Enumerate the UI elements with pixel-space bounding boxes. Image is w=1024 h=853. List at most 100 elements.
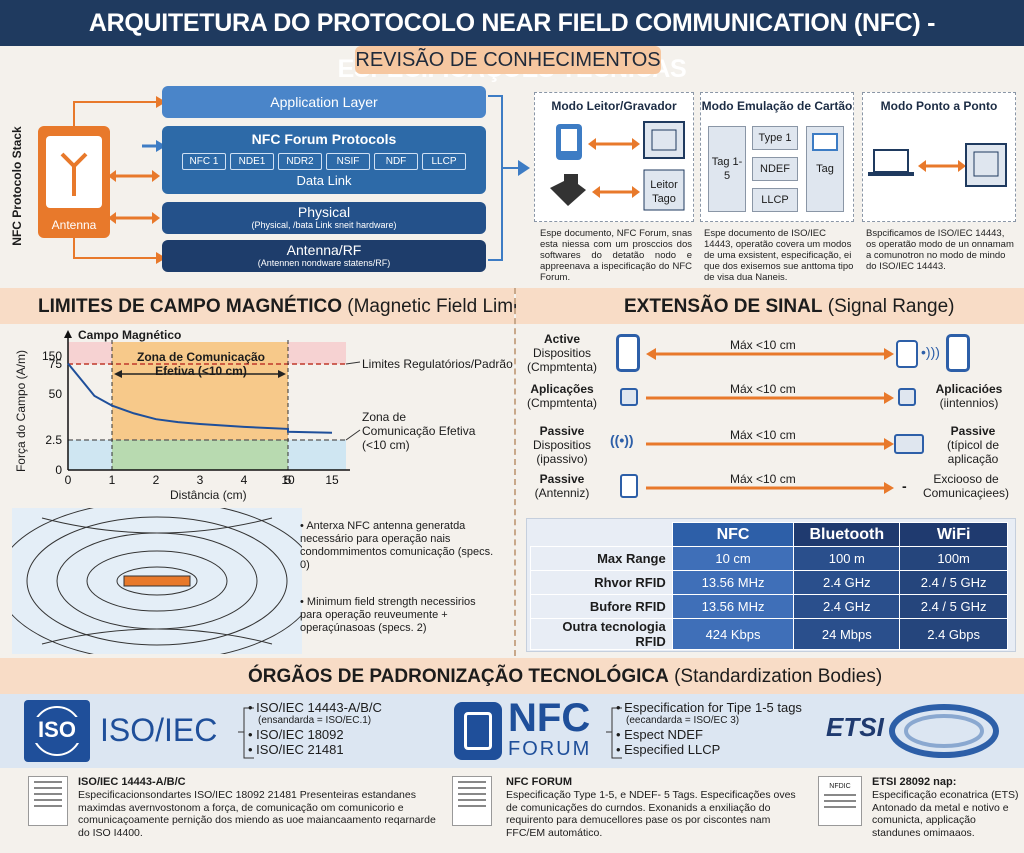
app-icon xyxy=(620,388,638,406)
iso-list: • ISO/IEC 14443-A/B/C (ensandarda = ISO/… xyxy=(248,700,382,757)
range-row-1-left-bold: Active xyxy=(543,332,581,346)
zone-label: Zona de Comunicação Efetiva (<10 cm) xyxy=(136,350,266,378)
bodies-section-title: ÓRGÃOS DE PADRONIZAÇÃO TECNOLÓGICA (Stan… xyxy=(248,666,882,688)
table-cell: 100m xyxy=(899,546,1008,571)
protocol-tag: NDF xyxy=(374,153,418,170)
emulation-tag-label: Tag xyxy=(816,163,834,175)
range-row-4-right: Excioosо de Comunicaçiees) xyxy=(922,472,1010,500)
range-row-4-left-text: (Antenniz) xyxy=(534,486,590,500)
nfc-n-icon xyxy=(464,712,492,750)
legend-zone-connector xyxy=(345,429,361,441)
range-row-4-label: Máx <10 cm xyxy=(730,472,796,486)
antenna-rf-sub: (Antennen nondware statens/RF) xyxy=(257,258,391,268)
nfc-forum-logo-icon xyxy=(454,702,502,760)
nfc-item-4: Especified LLCP xyxy=(624,742,721,757)
data-link-label: Data Link xyxy=(296,173,352,188)
x-tick-label: 2 xyxy=(153,473,160,487)
reader-mode-icons xyxy=(550,121,685,211)
iso-bracket xyxy=(238,707,254,759)
range-title-en: (Signal Range) xyxy=(827,296,955,317)
emulation-mode-title: Modo Emulação de Cartão xyxy=(701,99,853,113)
nfc-doc-icon xyxy=(452,776,492,826)
etsi-doc-text: Especificação econatrica (ETS) Antonado … xyxy=(872,789,1019,839)
table-row-label: Bufore RFID xyxy=(530,594,673,619)
protocol-tag: LLCP xyxy=(422,153,466,170)
x-tick-label: 1 xyxy=(109,473,116,487)
bracket-arrow xyxy=(488,95,530,261)
table-row-label: Max Range xyxy=(530,546,673,571)
bodies-logo-band xyxy=(0,694,1024,768)
range-arrow-4 xyxy=(646,482,894,494)
physical-title: Physical xyxy=(297,204,351,220)
etsi-logo-text: ETSI xyxy=(826,712,884,742)
iso-name: ISO/IEC xyxy=(100,712,218,748)
table-header-nfc: NFC xyxy=(671,522,795,547)
p2p-icons xyxy=(868,143,1007,187)
bodies-title-en: (Standardization Bodies) xyxy=(674,666,883,687)
bodies-title-band xyxy=(0,658,1024,694)
zone-arrow-left-head xyxy=(114,370,122,378)
range-row-3-left-text: Dispositios (ipassivo) xyxy=(532,438,592,466)
bodies-title-main: ÓRGÃOS DE PADRONIZAÇÃO TECNOLÓGICA xyxy=(248,666,669,687)
iso-doc-title: ISO/IEC 14443-A/B/C xyxy=(78,776,186,788)
range-row-3-right: Passive(típicol de aplicação xyxy=(930,424,1016,466)
nfc-list: • Especification for Tipe 1-5 tags (eeca… xyxy=(616,700,802,757)
page-title: ARQUITETURA DO PROTOCOLO NEAR FIELD COMM… xyxy=(0,0,1024,83)
range-row-2-right: Aplicacióes(iintennios) xyxy=(926,382,1012,410)
emulation-tag-range: Tag 1-5 xyxy=(708,126,746,212)
wave-icon: •))) xyxy=(921,344,940,360)
application-layer: Application Layer xyxy=(162,86,486,118)
x-tick-label: 5 xyxy=(285,473,292,487)
p2p-mode-title: Modo Ponto a Ponto xyxy=(880,99,998,113)
legend-reg-connector xyxy=(345,361,361,365)
emulation-mode-desc: Espe documento de ISO/IEC 14443, operatã… xyxy=(704,228,854,283)
table-row-label: Rhvor RFID xyxy=(530,570,673,595)
emulation-type: Type 1 xyxy=(752,126,798,150)
iso-item-4: ISO/IEC 21481 xyxy=(256,742,344,757)
y-tick-label: 50 xyxy=(49,387,63,401)
range-row-4-dash: - xyxy=(902,478,907,494)
table-header-bluetooth: Bluetooth xyxy=(793,522,901,547)
phone-icon xyxy=(616,334,640,372)
range-row-1-left-text: Dispositios (Cmpmtenta) xyxy=(526,346,597,374)
field-strength-curve xyxy=(67,362,333,434)
card-icon xyxy=(812,133,838,151)
nfc-item-1: Especification for Tipe 1-5 tags xyxy=(624,700,802,715)
range-row-3-label: Máx <10 cm xyxy=(730,428,796,442)
field-title-main: LIMITES DE CAMPO MAGNÉTICO xyxy=(38,296,342,317)
forum-title: NFC Forum Protocols xyxy=(251,131,397,147)
etsi-doc-title: ETSI 28092 nap: xyxy=(872,776,957,788)
iso-logo-text: ISO xyxy=(24,717,90,743)
table-cell: 2.4 Gbps xyxy=(899,618,1008,650)
range-arrow-1 xyxy=(646,348,894,360)
reader-mode-desc: Espe documento, NFC Forum, snas esta nie… xyxy=(540,228,692,283)
y-tick-label: 75 xyxy=(49,357,63,371)
etsi-doc-icon-label: NFDIC xyxy=(829,783,851,790)
table-cell: 100 m xyxy=(793,546,901,571)
nfc-logo-big: NFC xyxy=(508,696,591,740)
field-title-band xyxy=(0,288,514,324)
legend-reg: Limites Regulatórios/Padrão xyxy=(362,357,513,371)
iso-logo: ISO xyxy=(24,700,90,762)
dipole-field-diagram xyxy=(12,508,302,654)
chart-xlabel: Distância (cm) xyxy=(170,488,247,502)
y-tick-label: 2.5 xyxy=(45,433,62,447)
iso-item-1: ISO/IEC 14443-A/B/C xyxy=(256,700,382,715)
chart-heading: Campo Magnético xyxy=(78,328,182,342)
stack-side-label: NFC Protocolo Stack xyxy=(10,126,24,246)
physical-layer: Physical (Physical, /bata Link sneit har… xyxy=(162,202,486,234)
table-corner xyxy=(531,523,673,547)
range-row-2-left-bold: Aplicações xyxy=(530,382,594,396)
table-cell: 13.56 MHz xyxy=(671,594,795,619)
card-reader-icon xyxy=(894,434,924,454)
table-cell: 2.4 / 5 GHz xyxy=(899,594,1008,619)
nfc-bracket xyxy=(606,707,622,759)
x-tick-label: 4 xyxy=(241,473,248,487)
antenna-icon xyxy=(46,136,102,208)
y-tick-label: 0 xyxy=(55,463,62,477)
antenna-rf-layer: Antenna/RF (Antennen nondware statens/RF… xyxy=(162,240,486,272)
nfc-item-2: (eecandarda = ISO/EC 3) xyxy=(626,715,740,726)
protocol-tag: NSIF xyxy=(326,153,370,170)
